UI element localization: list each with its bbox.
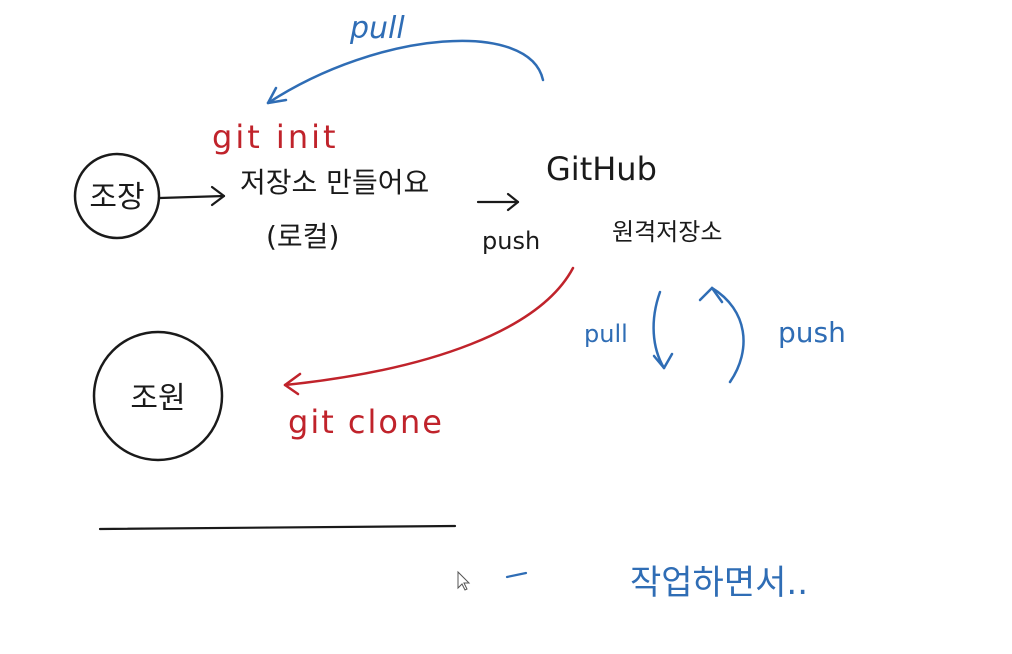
divider-line <box>98 524 457 531</box>
github-label: GitHub <box>546 150 657 188</box>
remote-repo-label: 원격저장소 <box>612 218 722 246</box>
arrow-person-a-to-local <box>158 185 226 207</box>
person-b-label: 조원 <box>130 381 185 416</box>
git-clone-label: git clone <box>288 403 444 441</box>
person-a-node: 조장 <box>73 152 161 240</box>
push-middle-label: push <box>482 227 540 255</box>
push-side-arrow <box>698 286 745 384</box>
git-init-label: git init <box>212 118 339 156</box>
local-repo-label: 저장소 만들어요 <box>240 166 429 199</box>
stray-dash-mark <box>505 571 528 579</box>
mouse-cursor-icon <box>457 570 471 591</box>
push-middle-arrow <box>476 192 520 212</box>
person-a-label: 조장 <box>89 180 144 215</box>
pull-side-arrow <box>652 290 674 370</box>
local-repo-sublabel: (로컬) <box>266 220 339 253</box>
pull-top-label: pull <box>349 11 405 46</box>
pull-side-label: pull <box>584 320 628 348</box>
person-b-node: 조원 <box>92 330 224 462</box>
push-side-label: push <box>778 316 846 349</box>
pull-top-arrow <box>266 39 545 105</box>
working-note-label: 작업하면서.. <box>630 563 808 603</box>
git-clone-arrow <box>283 266 575 396</box>
